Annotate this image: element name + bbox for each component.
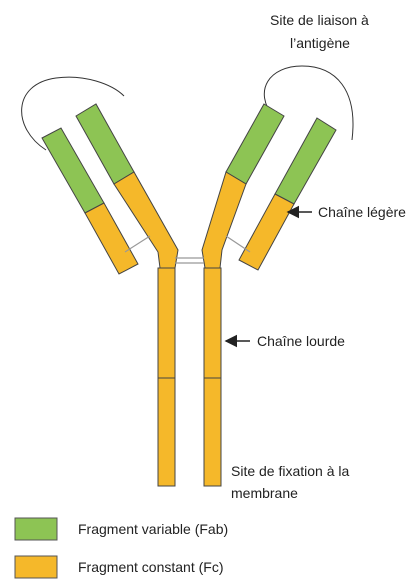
left-light-constant (85, 203, 138, 274)
left-interchain-bond (125, 236, 150, 252)
antigen-site-label-line1: Site de liaison à (270, 12, 369, 28)
right-heavy-variable (226, 104, 284, 184)
legend-item-constant: Fragment constant (Fc) (15, 556, 224, 578)
heavy-chain-stems (158, 268, 221, 486)
left-heavy-stem-upper (158, 268, 175, 378)
right-heavy-constant-arm (202, 172, 246, 268)
membrane-site-label-line1: Site de fixation à la (231, 463, 350, 479)
right-light-constant (239, 194, 294, 270)
heavy-chain-label: Chaîne lourde (257, 333, 345, 349)
disulfide-bonds (125, 236, 250, 263)
left-light-chain (42, 128, 138, 274)
legend: Fragment variable (Fab) Fragment constan… (15, 518, 228, 578)
membrane-site-label-line2: membrane (231, 485, 298, 501)
right-interchain-bond (226, 236, 250, 252)
legend-label-variable: Fragment variable (Fab) (78, 521, 228, 537)
legend-swatch-constant (15, 556, 57, 578)
legend-label-constant: Fragment constant (Fc) (78, 559, 224, 575)
legend-item-variable: Fragment variable (Fab) (15, 518, 228, 540)
left-heavy-stem-lower (158, 378, 175, 486)
right-light-variable (275, 118, 336, 204)
right-heavy-stem-lower (204, 378, 221, 486)
right-heavy-stem-upper (204, 268, 221, 378)
legend-swatch-variable (15, 518, 57, 540)
antigen-site-label-line2: l’antigène (290, 35, 350, 51)
light-chain-label: Chaîne légère (318, 204, 406, 220)
antigen-binding-arc-right (264, 66, 353, 140)
